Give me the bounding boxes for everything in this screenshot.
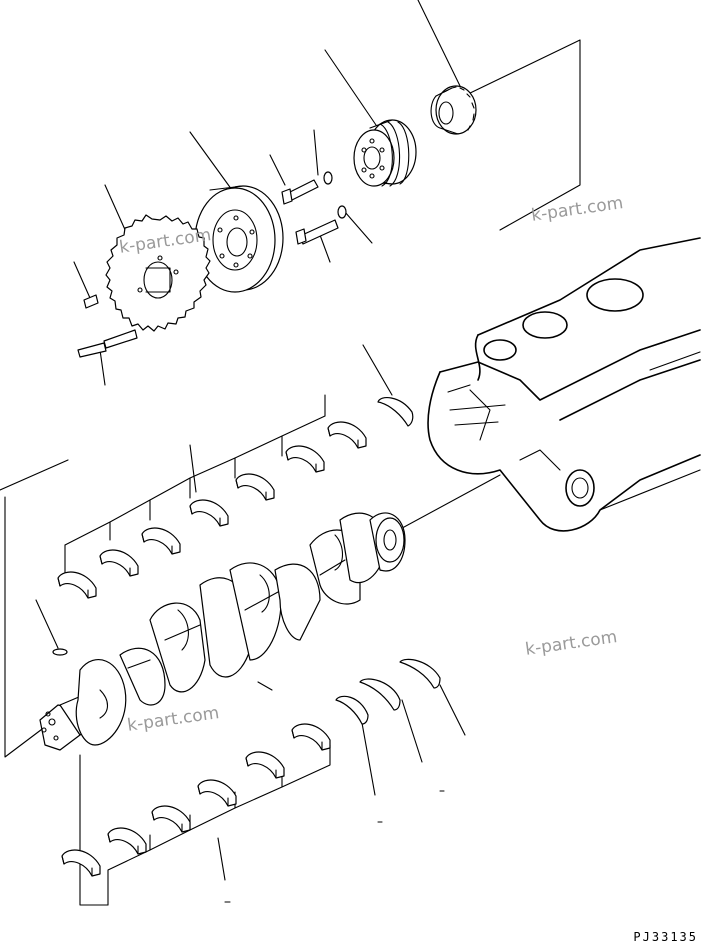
lower-bearing-shell-edge (291, 729, 323, 751)
pin (83, 294, 99, 309)
crankshaft-gear (430, 85, 477, 135)
lower-bearing-shell-edge (151, 811, 183, 833)
lower-bearing-shell (197, 779, 237, 807)
upper-bearing-shell (189, 499, 229, 527)
lower-bearing-shell (107, 827, 147, 855)
crankshaft (39, 512, 406, 751)
vibration-damper (194, 185, 284, 293)
upper-bearing-shell-edge (141, 533, 173, 555)
upper-bearing-shell-edge (285, 451, 317, 473)
lower-bearing-shell-edge (61, 855, 93, 877)
crankshaft-gear (105, 214, 211, 332)
washer (323, 171, 347, 219)
upper-bearing-shell-edge (57, 577, 89, 599)
upper-bearing-shell-edge (189, 505, 221, 527)
upper-bearing-shell (99, 549, 139, 577)
lower-bearing-shell-edge (245, 757, 277, 779)
key (52, 648, 68, 656)
lower-bearing-shell (245, 751, 285, 779)
upper-bearing-shell-edge (235, 479, 267, 501)
bolt (77, 179, 339, 358)
lower-bearing-shell-edge (107, 833, 139, 855)
upper-bearing-shell-edge (99, 555, 131, 577)
thrust-washer (335, 658, 441, 725)
thrust-washer (377, 397, 414, 427)
cylinder-block (427, 237, 701, 532)
upper-main-bearing (57, 421, 367, 599)
drawing-code: PJ33135 (633, 930, 698, 944)
upper-bearing-shell (235, 473, 275, 501)
pulley (353, 119, 417, 187)
lower-bearing-shell-edge (197, 785, 229, 807)
upper-bearing-shell (327, 421, 367, 449)
lower-bearing-shell (151, 805, 191, 833)
upper-bearing-shell (285, 445, 325, 473)
upper-bearing-shell-edge (327, 427, 359, 449)
lower-main-bearing (61, 723, 331, 877)
lower-bearing-shell (291, 723, 331, 751)
upper-bearing-shell (57, 571, 97, 599)
upper-bearing-shell (141, 527, 181, 555)
lower-bearing-shell (61, 849, 101, 877)
